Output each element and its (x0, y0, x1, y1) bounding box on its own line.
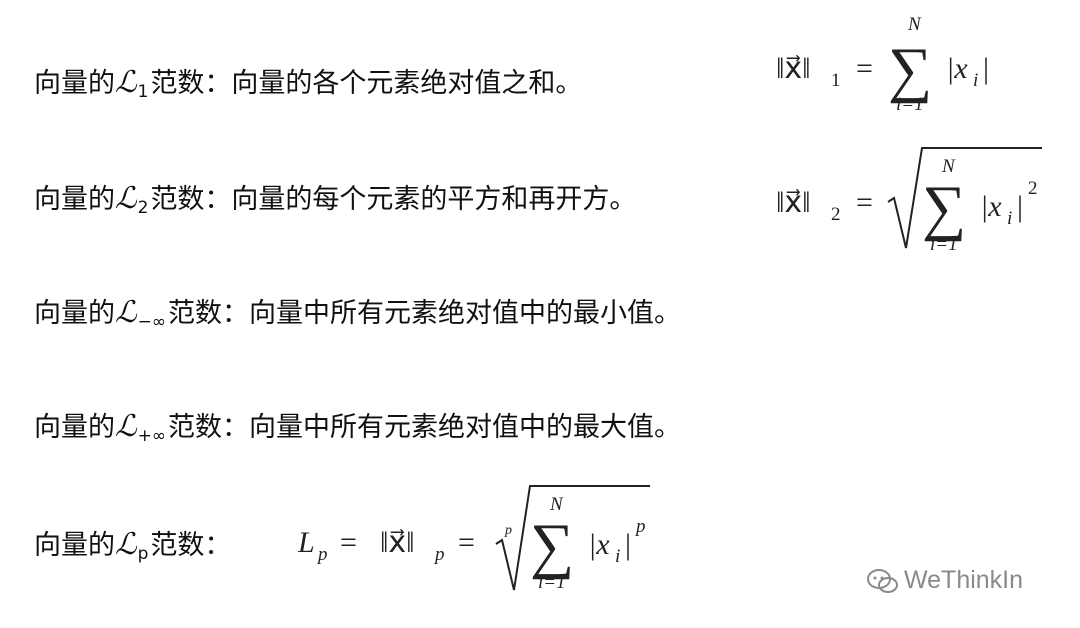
sigma-icon: ∑ (922, 174, 966, 242)
power-exponent: 2 (1028, 178, 1038, 199)
sum-upper-limit: N (907, 14, 922, 35)
nth-root-icon (495, 485, 650, 591)
norm-subscript: p (137, 544, 149, 564)
norm-row-lpinf: 向量的ℒ+∞范数：向量中所有元素绝对值中的最大值。 (34, 409, 682, 445)
row-suffix: 范数：向量中所有元素绝对值中的最大值。 (168, 412, 682, 443)
summand: |x (588, 528, 610, 561)
norm-row-lminf: 向量的ℒ−∞范数：向量中所有元素绝对值中的最小值。 (34, 295, 682, 331)
equals-sign: = (458, 526, 475, 559)
norm-symbol: ℒ (115, 295, 137, 330)
norm-subscript: 1 (831, 70, 841, 91)
row-suffix: 范数：向量的每个元素的平方和再开方。 (150, 184, 637, 215)
norm-row-lp: 向量的ℒp范数： (34, 527, 232, 563)
row-prefix: 向量的 (34, 298, 115, 329)
sigma-icon: ∑ (530, 512, 574, 580)
norm-symbol: ℒ (115, 409, 137, 444)
summand-close-bar: | (625, 528, 631, 561)
sum-lower-limit: i=1 (896, 94, 924, 115)
formula-l2: ‖x⃗‖ 2 = N ∑ i=1 |x i | 2 (776, 144, 1056, 259)
norm-expression: ‖x⃗‖ (776, 52, 811, 85)
equals-sign: = (856, 186, 873, 219)
summand: |x (946, 52, 968, 85)
summand: |x (980, 190, 1002, 223)
norm-symbol: ℒ (115, 181, 137, 216)
equals-sign: = (856, 52, 873, 85)
sum-upper-limit: N (941, 156, 956, 177)
sum-lower-limit: i=1 (930, 234, 958, 255)
norm-symbol: ℒ (115, 65, 137, 100)
equals-sign: = (340, 526, 357, 559)
norm-symbol: ℒ (115, 527, 137, 562)
norm-subscript: +∞ (137, 426, 167, 446)
summand-subscript: i (615, 546, 620, 567)
formula-l1: ‖x⃗‖ 1 = N ∑ i=1 |x i | (776, 10, 1006, 120)
summand-close-bar: | (1017, 190, 1023, 223)
power-exponent: p (634, 516, 646, 537)
norm-subscript: p (433, 544, 445, 565)
norm-subscript: 2 (137, 198, 149, 218)
lhs-subscript: p (316, 544, 328, 565)
lhs-symbol: L (297, 526, 315, 559)
norm-subscript: −∞ (137, 312, 167, 332)
sqrt-icon (887, 147, 1042, 249)
row-prefix: 向量的 (34, 530, 115, 561)
sigma-icon: ∑ (888, 36, 932, 104)
row-suffix: 范数： (150, 530, 232, 561)
summand-subscript: i (973, 70, 978, 91)
formula-lp: L p = ‖x⃗‖ p = p N ∑ i=1 |x i | p (297, 482, 668, 597)
row-suffix: 范数：向量的各个元素绝对值之和。 (150, 68, 583, 99)
row-suffix: 范数：向量中所有元素绝对值中的最小值。 (168, 298, 682, 329)
root-index: p (504, 523, 512, 538)
row-prefix: 向量的 (34, 68, 115, 99)
norm-expression: ‖x⃗‖ (380, 526, 415, 559)
sum-upper-limit: N (549, 494, 564, 515)
summand-subscript: i (1007, 208, 1012, 229)
watermark: WeThinkIn (866, 566, 1023, 595)
norm-row-l1: 向量的ℒ1范数：向量的各个元素绝对值之和。 (34, 65, 583, 101)
norm-subscript: 1 (137, 82, 149, 102)
wechat-icon (867, 569, 898, 593)
watermark-text: WeThinkIn (904, 566, 1024, 594)
norm-subscript: 2 (831, 204, 841, 225)
row-prefix: 向量的 (34, 184, 115, 215)
summand-close-bar: | (983, 52, 989, 85)
sum-lower-limit: i=1 (538, 572, 566, 593)
norm-expression: ‖x⃗‖ (776, 186, 811, 219)
row-prefix: 向量的 (34, 412, 115, 443)
norm-row-l2: 向量的ℒ2范数：向量的每个元素的平方和再开方。 (34, 181, 637, 217)
